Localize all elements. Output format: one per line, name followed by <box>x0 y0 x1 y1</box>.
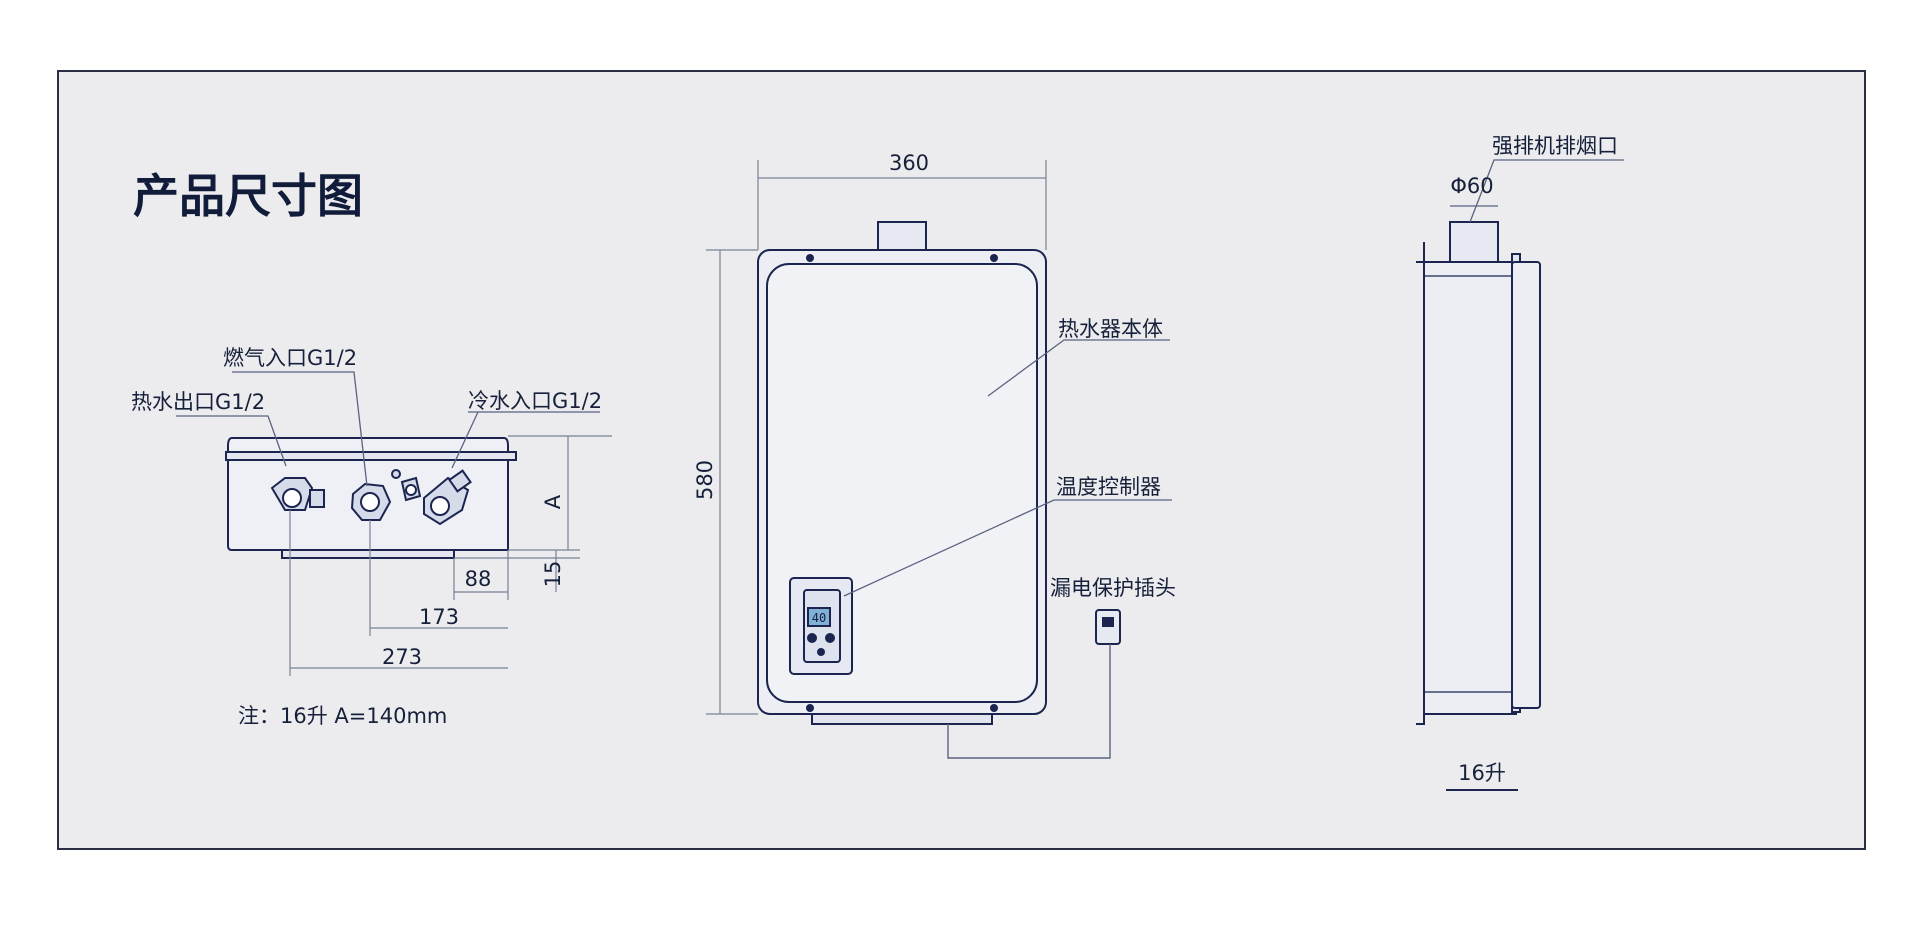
side-exhaust-pipe <box>1449 221 1499 263</box>
controller-button-down <box>807 633 817 643</box>
bottom-base-plate <box>281 549 455 559</box>
controller-display-value: 40 <box>812 611 826 625</box>
side-front-panel <box>1511 261 1541 709</box>
dim-height: 580 <box>693 460 717 500</box>
side-view <box>1416 221 1541 725</box>
dim-88: 88 <box>465 567 492 591</box>
dim-width: 360 <box>889 151 929 175</box>
front-leaders <box>843 339 1172 597</box>
front-dimensions <box>706 160 1047 715</box>
plug-button <box>1102 617 1114 627</box>
label-body: 热水器本体 <box>1058 317 1163 341</box>
side-casing <box>1423 261 1517 715</box>
label-cold-inlet: 冷水入口G1/2 <box>468 389 602 413</box>
bottom-view <box>225 437 517 559</box>
dim-15: 15 <box>541 561 565 588</box>
side-caption: 16升 <box>1458 761 1506 785</box>
label-plug: 漏电保护插头 <box>1050 576 1176 600</box>
dim-273: 273 <box>382 645 422 669</box>
label-exhaust: 强排机排烟口 <box>1492 134 1618 158</box>
label-hot-outlet: 热水出口G1/2 <box>131 390 265 414</box>
controller-power-button <box>817 648 825 656</box>
label-controller: 温度控制器 <box>1056 475 1161 499</box>
dim-173: 173 <box>419 605 459 629</box>
side-leaders <box>1450 159 1624 223</box>
bottom-leaders <box>176 371 600 487</box>
front-view <box>757 221 1121 725</box>
controller-button-up <box>825 633 835 643</box>
side-top-bracket <box>1416 242 1425 263</box>
capacity-note: 注：16升 A=140mm <box>238 704 447 728</box>
hot-outlet-fitting <box>270 477 325 511</box>
bottom-dimensions <box>289 435 612 676</box>
dim-a: A <box>541 494 565 509</box>
gas-inlet-fitting <box>350 482 392 521</box>
plug-cable <box>947 644 1111 759</box>
exhaust-stub <box>877 221 927 253</box>
front-bottom-plate <box>811 713 993 725</box>
cold-inlet-fitting <box>423 469 472 526</box>
controller-display <box>807 607 831 627</box>
sensor-dot <box>391 469 401 479</box>
side-bottom-bracket <box>1416 714 1425 725</box>
mount-holes <box>806 254 998 712</box>
label-gas-inlet: 燃气入口G1/2 <box>223 346 357 370</box>
dim-diameter: Φ60 <box>1450 174 1493 198</box>
bottom-flange <box>225 451 517 461</box>
page-title: 产品尺寸图 <box>133 169 363 223</box>
